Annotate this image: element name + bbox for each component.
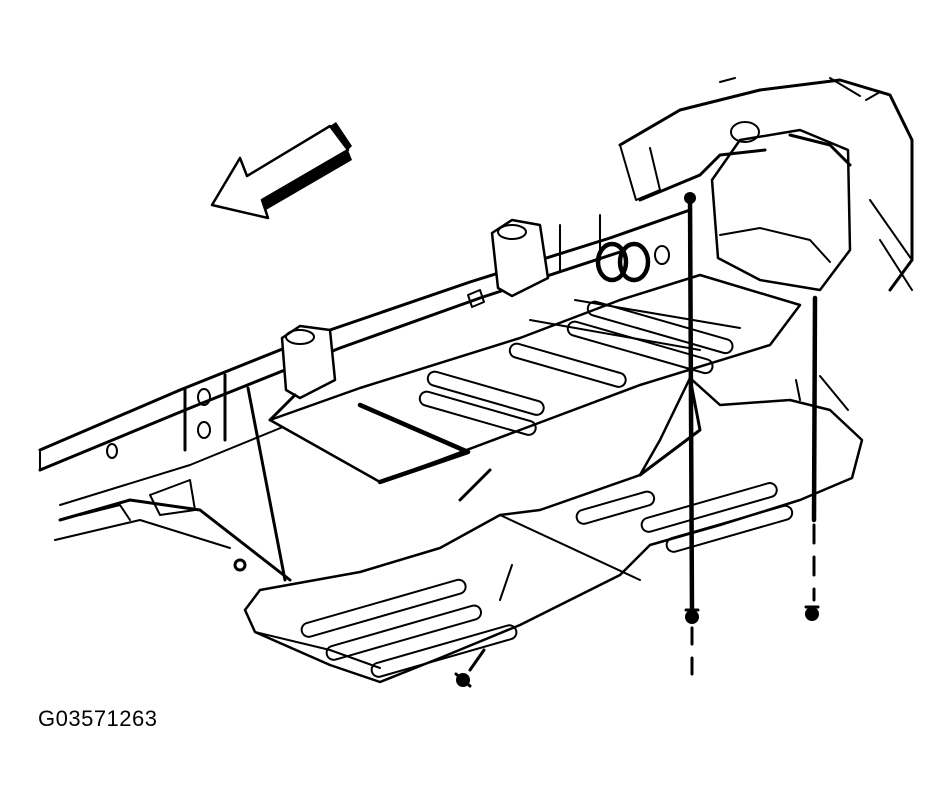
direction-arrow-icon	[210, 122, 352, 220]
leader-lines	[246, 192, 818, 672]
transmission-housing	[595, 77, 914, 292]
bolt-icon	[454, 192, 820, 688]
rear-shield-plate	[268, 273, 802, 485]
shield-ribs	[418, 300, 734, 436]
figure-id-label: G03571263	[38, 706, 158, 731]
body-mount-bracket	[280, 218, 550, 400]
alignment-dash-lines	[690, 523, 816, 680]
lower-frame-detail	[54, 479, 292, 582]
front-plate-ribs	[300, 482, 794, 678]
